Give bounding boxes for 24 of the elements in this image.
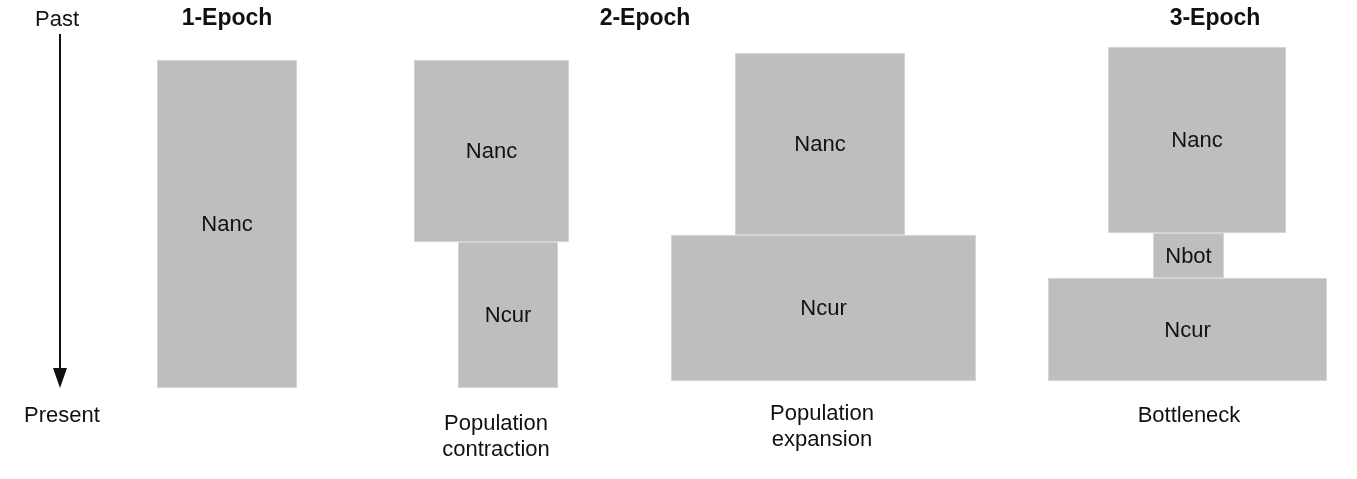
population-size-label: Ncur — [484, 302, 532, 328]
text-label: Bottleneck — [1136, 402, 1242, 429]
population-block — [1108, 47, 1286, 233]
population-size-label: Nbot — [1165, 242, 1212, 269]
population-block — [1048, 278, 1327, 381]
population-block — [671, 235, 976, 381]
text-label: Present — [23, 402, 101, 429]
population-block — [414, 60, 569, 242]
population-size-label: Nanc — [201, 211, 253, 237]
population-block — [1153, 233, 1224, 278]
model-title: 3-Epoch — [1168, 4, 1262, 32]
text-label: Past — [34, 6, 80, 33]
population-size-label: Nanc — [465, 138, 518, 164]
text-label: Population contraction — [441, 410, 551, 463]
population-size-label: Nanc — [1171, 127, 1223, 153]
population-size-label: Ncur — [800, 295, 847, 321]
population-block — [157, 60, 297, 388]
population-block — [735, 53, 905, 235]
population-size-label: Ncur — [1164, 316, 1211, 343]
model-title: 2-Epoch — [598, 4, 692, 32]
population-size-label: Nanc — [794, 131, 846, 157]
model-title: 1-Epoch — [180, 4, 274, 32]
text-label: Population expansion — [769, 400, 875, 453]
population-block — [458, 242, 558, 388]
